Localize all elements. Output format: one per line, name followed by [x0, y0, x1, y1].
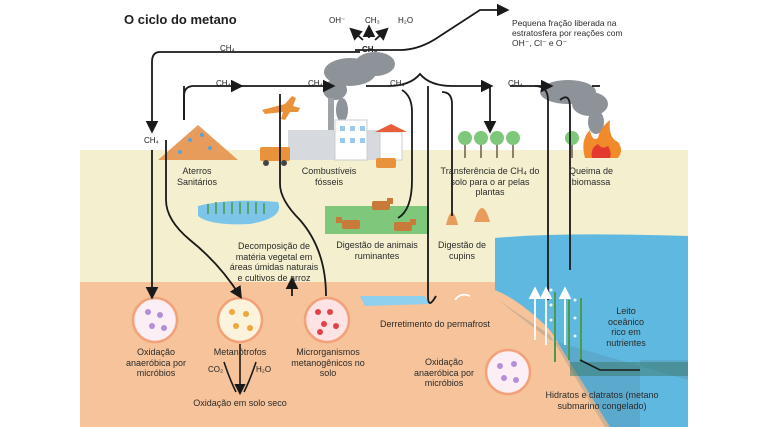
smoke-cloud: [323, 52, 395, 122]
factory: [288, 98, 407, 161]
truck: [260, 147, 290, 161]
landfill-label: Aterros Sanitários: [176, 166, 218, 187]
wetlands-label: Decomposição de matéria vegetal em áreas…: [229, 241, 319, 283]
seaweed: [554, 292, 582, 362]
permafrost: [360, 296, 430, 306]
microbe-circle-methanogens: [303, 296, 351, 344]
ruminants-label: Digestão de animais ruminantes: [336, 240, 418, 261]
hydrates-label: Hidratos e clatratos (metano submarino c…: [545, 390, 659, 411]
fossil-fuels-label: Combustíveis fósseis: [301, 166, 357, 187]
h2o-soil-label: H₂O: [256, 365, 272, 374]
ocean-anaerobic-label: Oxidação anaeróbica por micróbios: [413, 357, 475, 388]
co2-label: CO₂: [208, 365, 224, 374]
ch4-label: CH₄: [144, 136, 159, 145]
permafrost-label: Derretimento do permafrost: [380, 319, 491, 329]
ch4-label: CH₄: [308, 79, 323, 88]
termite-mound: [446, 212, 458, 225]
ocean-arrows: [454, 286, 572, 345]
diagram-panel: O ciclo do metano OH⁻ CH₃ H₂O CH₄ Pequen…: [80, 0, 688, 427]
microbe-circle-ocean: [484, 348, 532, 396]
label-h2o: H₂O: [398, 16, 414, 25]
trees: [458, 131, 579, 158]
ocean-area: [495, 234, 688, 427]
cows: [336, 198, 416, 231]
flow-arrows: [145, 3, 600, 304]
dry-soil-oxidation-label: Oxidação em solo seco: [193, 398, 287, 408]
ch4-label: CH₄: [220, 44, 235, 53]
seabed-sediment: [570, 362, 688, 376]
plant-transfer-label: Transferência de CH₄ do solo para o ar p…: [440, 166, 540, 197]
fire: [583, 120, 621, 158]
methanogens-label: Microrganismos metanogênicos no solo: [291, 347, 365, 378]
landfill-mound: [158, 125, 238, 160]
label-ch4-center: CH₄: [362, 45, 378, 54]
label-ch3: CH₃: [365, 16, 380, 25]
airplane: [262, 96, 300, 120]
termites-label: Digestão de cupins: [437, 240, 487, 261]
biomass-burning-label: Queima de biomassa: [568, 166, 614, 187]
wetland-water: [198, 200, 280, 225]
oxidation-arrows: [223, 344, 640, 396]
rice-plants: [207, 202, 265, 214]
biomass-smoke: [540, 80, 608, 134]
ch4-label: CH₄: [390, 79, 405, 88]
seabed-label: Leito oceânico rico em nutrientes: [606, 306, 646, 348]
anaerobic-oxidation-label: Oxidação anaeróbica por micróbios: [125, 347, 187, 378]
car: [376, 158, 396, 168]
microbe-circle-anaerobic: [131, 296, 179, 344]
stratosphere-release-label: Pequena fração liberada na estratosfera …: [512, 18, 623, 48]
label-oh: OH⁻: [329, 16, 346, 25]
microbe-circle-methanotrophs: [216, 296, 264, 344]
methane-cycle-artwork: [80, 0, 688, 427]
diagram-title: O ciclo do metano: [124, 12, 237, 27]
ch4-label: CH₄: [508, 79, 523, 88]
methanotrophs-label: Metanótrofos: [213, 347, 267, 357]
ch4-label: CH₄: [216, 79, 231, 88]
